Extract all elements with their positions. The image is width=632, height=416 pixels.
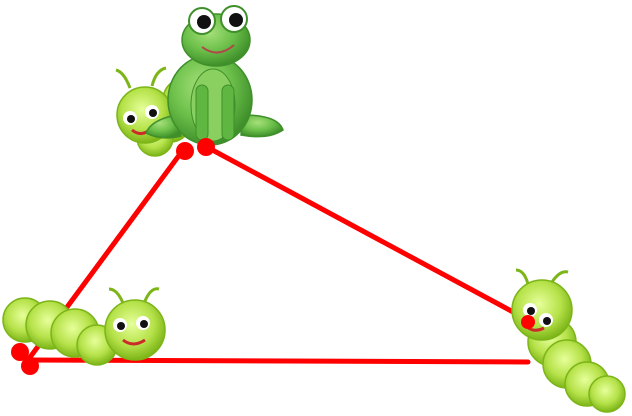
caterpillar-icon <box>2 287 166 366</box>
caterpillar-icon <box>511 268 626 413</box>
triangle-edge-bottom <box>25 357 531 365</box>
triangle-edge-top-right <box>202 143 531 323</box>
vertex-bottom-left <box>11 343 39 375</box>
frog-icon <box>145 5 284 146</box>
vertex-top <box>176 138 215 160</box>
vertex-right <box>521 315 535 329</box>
